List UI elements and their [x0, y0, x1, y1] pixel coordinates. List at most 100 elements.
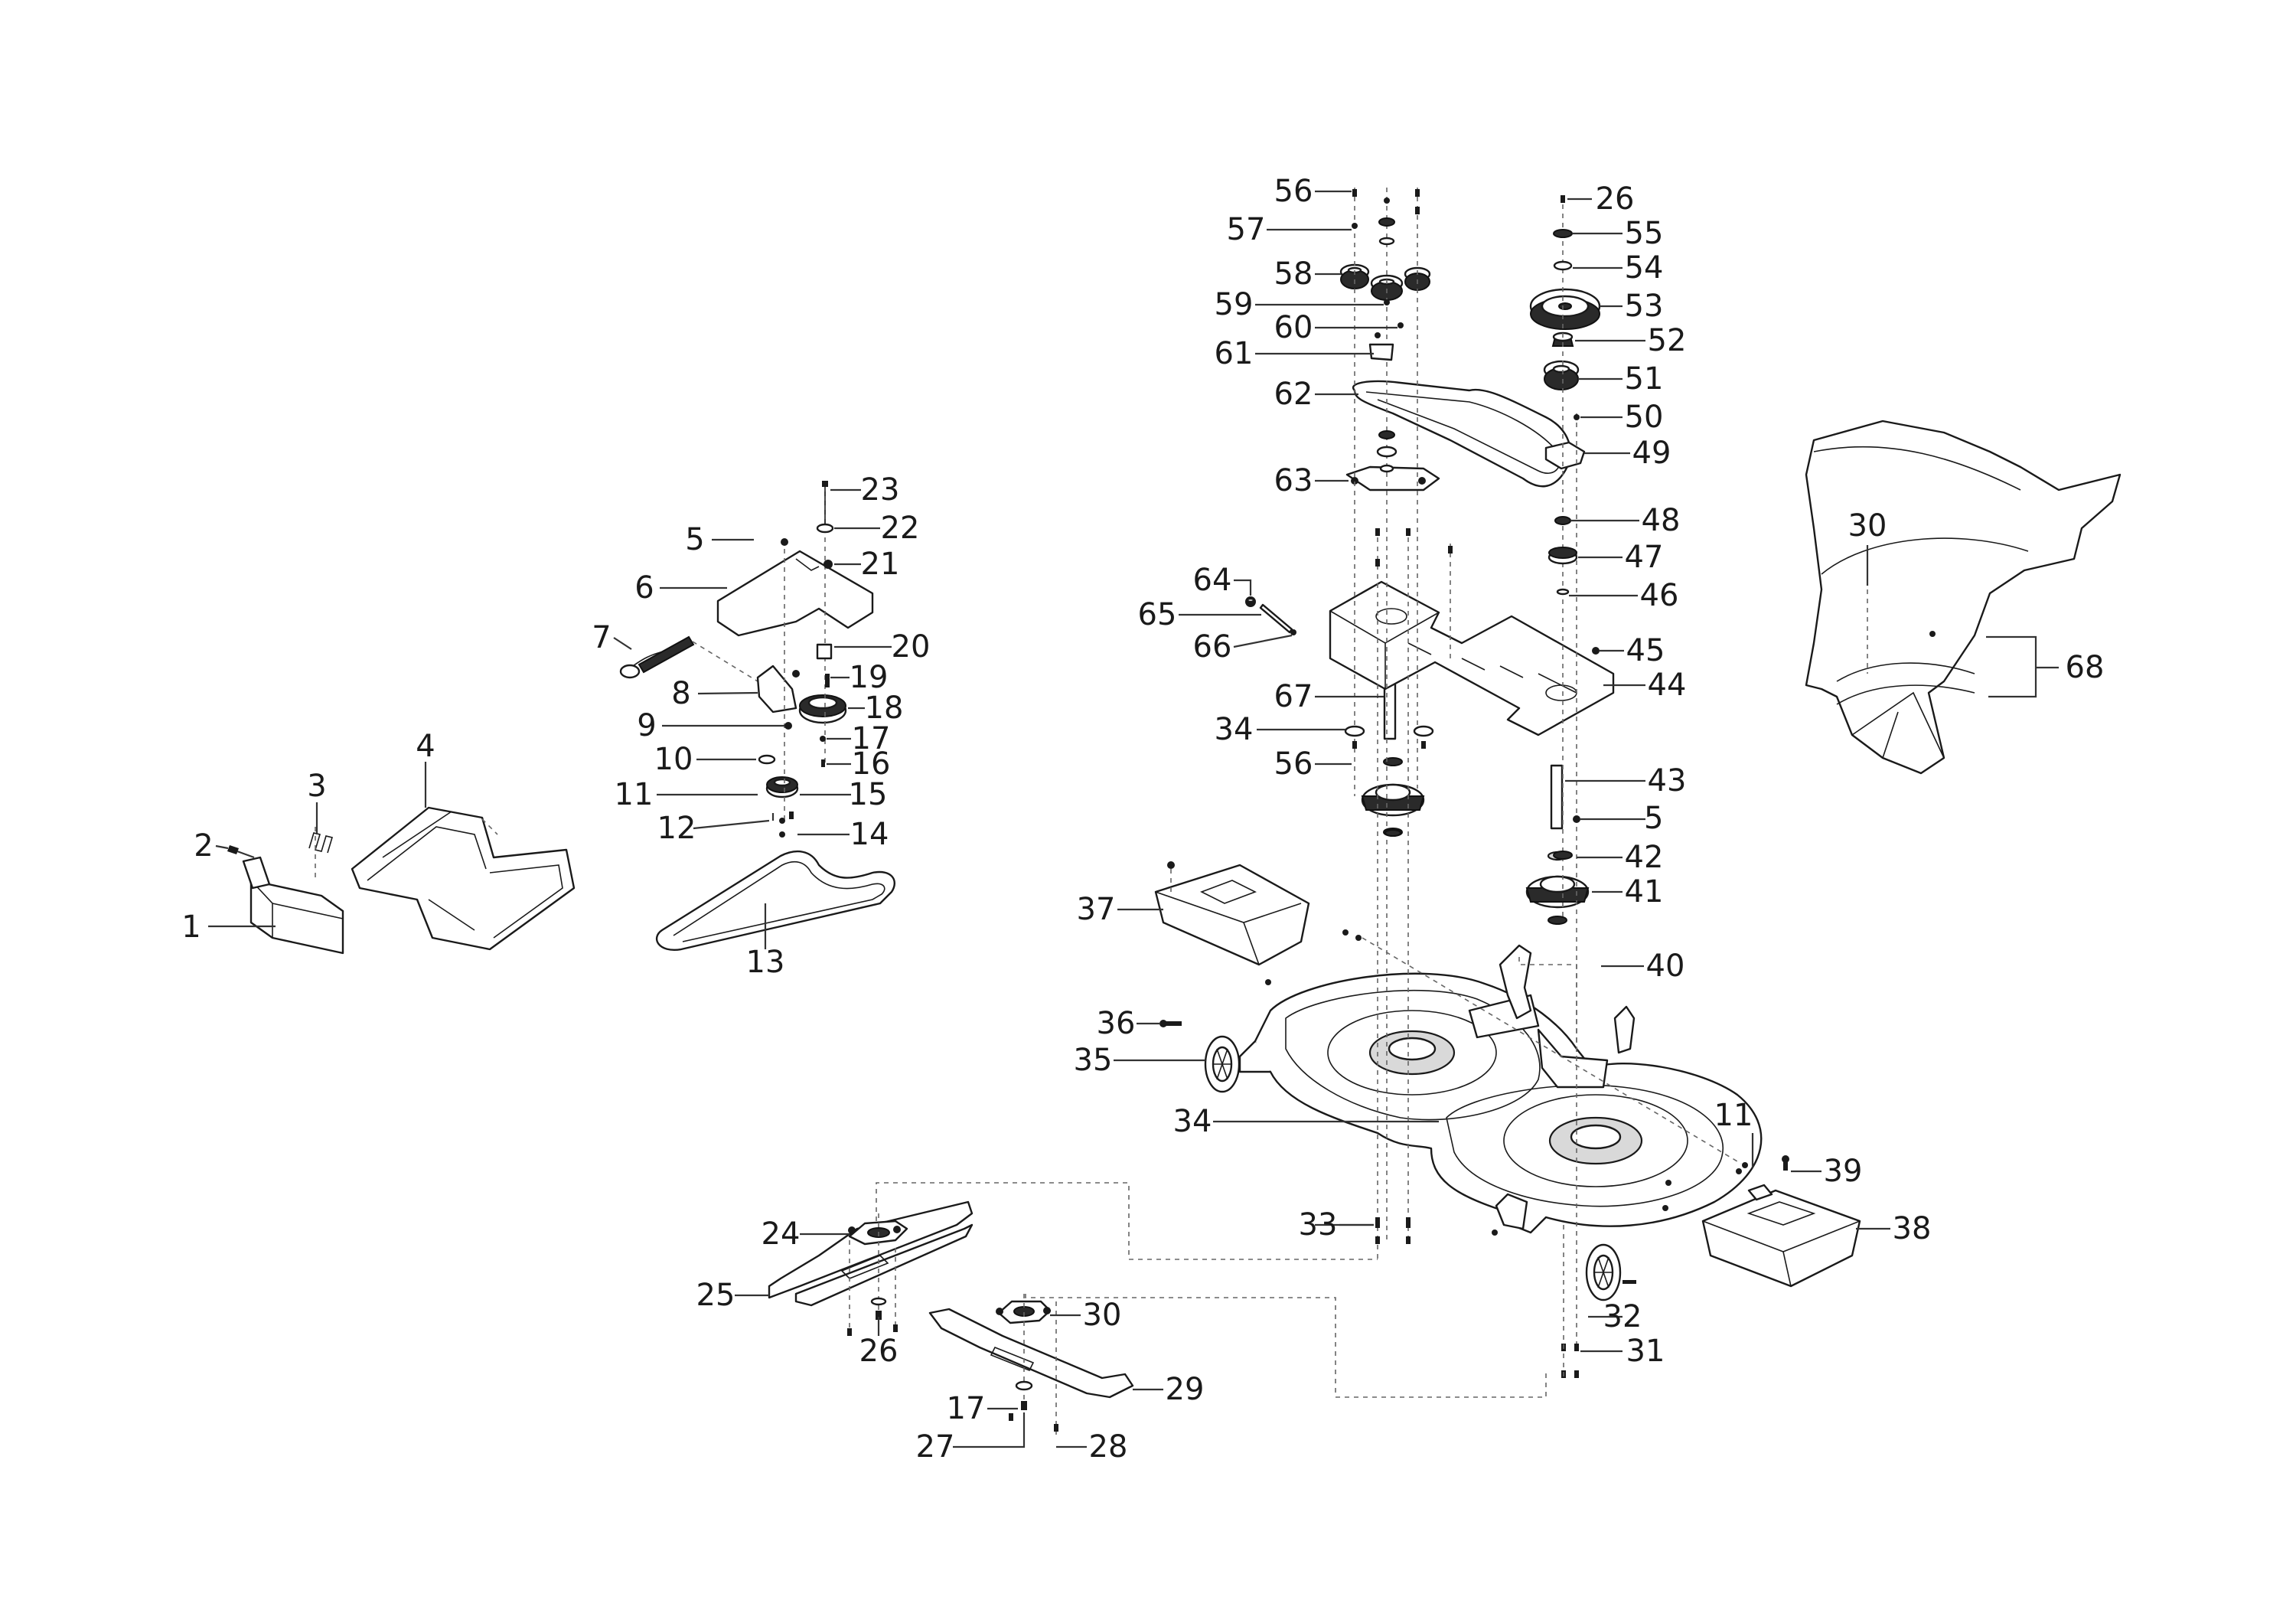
- callout-33: 33: [1299, 1207, 1338, 1243]
- callout-15: 15: [849, 777, 888, 812]
- mower-deck-part-34: [1238, 972, 1763, 1234]
- callout-40: 40: [1646, 949, 1685, 984]
- callout-45: 45: [1626, 633, 1665, 668]
- callout-8: 8: [671, 676, 690, 711]
- callout-10: 10: [654, 742, 693, 777]
- cover-part-4: [351, 806, 576, 951]
- callout-22: 22: [881, 511, 920, 546]
- idler-pulley-part-15: [765, 776, 799, 798]
- callout-31: 31: [1626, 1334, 1665, 1369]
- callout-leaders: [208, 190, 2059, 1448]
- callout-67: 67: [1274, 679, 1313, 714]
- idler-arm-part-8: [756, 665, 797, 714]
- callout-49: 49: [1632, 436, 1671, 471]
- large-pulley-part-53: [1529, 288, 1601, 330]
- callout-27: 27: [916, 1429, 955, 1465]
- shaft-part-43: [1550, 764, 1564, 830]
- callout-53: 53: [1625, 289, 1664, 324]
- callout-17-blade: 17: [947, 1391, 986, 1426]
- bolt-part-36: [1159, 1020, 1182, 1027]
- callout-9: 9: [637, 708, 656, 743]
- wheel-part-35b: [1585, 1243, 1636, 1301]
- callout-26-blade: 26: [859, 1334, 899, 1369]
- callout-39: 39: [1824, 1154, 1863, 1189]
- wheel-part-35: [1204, 1035, 1241, 1093]
- callout-66: 66: [1193, 629, 1232, 665]
- bolt-part-64-66: [1245, 596, 1296, 635]
- callout-57: 57: [1227, 212, 1266, 247]
- blade-part-25: [768, 1200, 974, 1307]
- small-parts-idler: [758, 481, 834, 838]
- callout-11-idler: 11: [615, 777, 654, 812]
- callout-44: 44: [1648, 668, 1687, 703]
- callout-2: 2: [194, 828, 213, 864]
- callout-30-chute: 30: [1848, 508, 1887, 544]
- pulley-part-51: [1543, 360, 1580, 390]
- callout-54: 54: [1625, 250, 1664, 286]
- callout-18: 18: [865, 691, 904, 726]
- idler-pulley-part-18: [798, 694, 847, 724]
- bracket-part-1: [242, 856, 344, 955]
- callout-23: 23: [861, 472, 900, 508]
- callout-29: 29: [1166, 1372, 1205, 1407]
- callout-63: 63: [1274, 463, 1313, 498]
- callout-30-blade: 30: [1083, 1298, 1122, 1333]
- callout-60: 60: [1274, 310, 1313, 345]
- callout-51: 51: [1625, 361, 1664, 397]
- callout-17-idler: 17: [852, 721, 891, 756]
- callout-3: 3: [307, 769, 326, 804]
- callout-7: 7: [592, 620, 611, 655]
- callout-68: 68: [2066, 650, 2105, 685]
- callout-59: 59: [1215, 287, 1254, 322]
- callout-35: 35: [1074, 1043, 1113, 1078]
- callout-13: 13: [746, 945, 785, 980]
- deck-small-hardware: [1265, 929, 1748, 1236]
- callout-6: 6: [634, 570, 654, 606]
- callout-labels: 1 2 3 4 5 5 6 7 8 9 10 11 11 12 13 14 15…: [181, 174, 2104, 1465]
- callout-48: 48: [1642, 503, 1681, 538]
- deck-plate-part-44: [1329, 580, 1615, 736]
- pulley-part-58: [1339, 263, 1431, 301]
- callout-34-deck: 34: [1173, 1104, 1212, 1139]
- callout-1: 1: [181, 909, 201, 945]
- callout-47: 47: [1625, 540, 1664, 575]
- callout-24: 24: [762, 1216, 801, 1252]
- belt-part-13: [655, 851, 896, 951]
- callout-65: 65: [1138, 597, 1177, 632]
- callout-62: 62: [1274, 377, 1313, 412]
- callout-32: 32: [1603, 1299, 1642, 1334]
- upper-small-hardware: [1344, 188, 1600, 1378]
- cover-part-37: [1154, 861, 1310, 966]
- callout-50: 50: [1625, 400, 1664, 435]
- callout-43: 43: [1648, 763, 1687, 798]
- screw-part-39: [1782, 1155, 1789, 1171]
- callout-61: 61: [1215, 336, 1254, 371]
- callout-36: 36: [1097, 1006, 1136, 1041]
- callout-5-spindle: 5: [1644, 801, 1663, 836]
- tension-spring-part-7: [619, 635, 758, 682]
- blade-part-29: [928, 1308, 1134, 1399]
- callout-11-deck: 11: [1714, 1098, 1753, 1133]
- spindle-part-41: [1525, 851, 1590, 925]
- bracket-part-49: [1544, 441, 1586, 470]
- callout-28: 28: [1089, 1429, 1128, 1465]
- callout-52: 52: [1648, 323, 1687, 358]
- callout-41: 41: [1625, 874, 1664, 909]
- callout-21: 21: [861, 547, 900, 582]
- callout-12: 12: [657, 811, 696, 846]
- callout-46: 46: [1640, 578, 1679, 613]
- callout-64: 64: [1193, 563, 1232, 598]
- callout-5-idler: 5: [685, 522, 704, 557]
- callout-14: 14: [850, 817, 889, 852]
- callout-58: 58: [1274, 256, 1313, 292]
- screw-part-2: [227, 845, 255, 859]
- discharge-chute-part-68: [1805, 420, 2122, 775]
- callout-25: 25: [696, 1278, 735, 1313]
- callout-55: 55: [1625, 216, 1664, 251]
- cover-part-38: [1701, 1184, 1861, 1288]
- callout-19: 19: [850, 660, 889, 695]
- callout-16: 16: [852, 746, 891, 782]
- bracket-part-63: [1345, 465, 1440, 491]
- idler-bracket-part-6: [716, 550, 874, 637]
